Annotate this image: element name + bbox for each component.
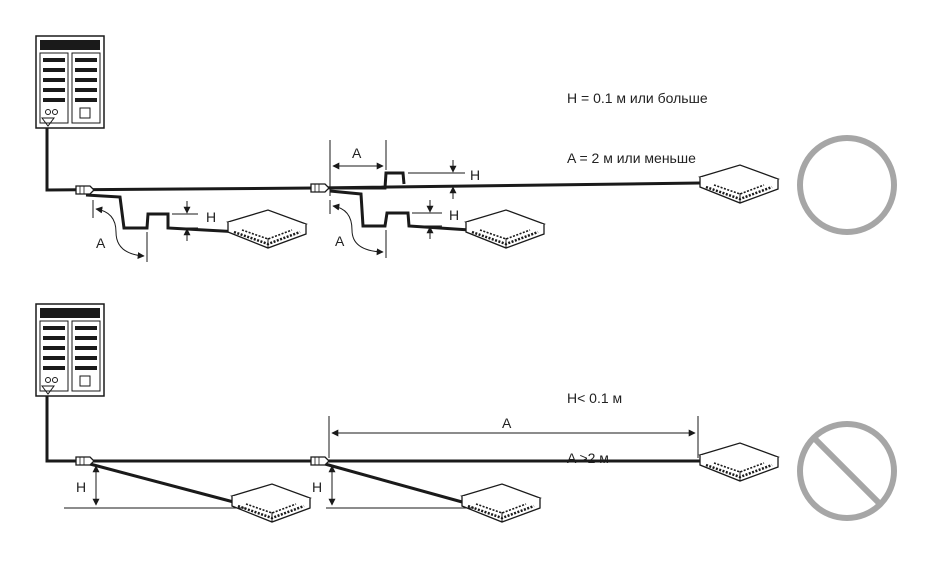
bottom-label-h: H bbox=[312, 479, 322, 495]
bottom-label-a: A bbox=[502, 415, 512, 431]
cassette-unit-icon bbox=[698, 441, 780, 483]
top-label-a: A bbox=[96, 235, 106, 251]
cassette-unit-icon bbox=[460, 482, 542, 524]
branch-joint-icon bbox=[75, 185, 95, 195]
top-condition-a: A = 2 м или меньше bbox=[567, 150, 696, 166]
top-label-h: H bbox=[470, 167, 480, 183]
outdoor-unit-icon bbox=[35, 35, 105, 129]
sloped-branch-pipe-2 bbox=[324, 462, 474, 507]
top-label-h: H bbox=[449, 207, 459, 223]
bottom-condition-h: H< 0.1 м bbox=[567, 390, 623, 406]
top-label-a: A bbox=[335, 233, 345, 249]
cassette-unit-icon bbox=[230, 482, 312, 524]
outdoor-unit-icon bbox=[35, 303, 105, 397]
bottom-conditions: H< 0.1 м A >2 м bbox=[567, 348, 622, 488]
branch-joint-icon bbox=[310, 183, 330, 193]
sloped-branch-pipe-1 bbox=[89, 462, 246, 507]
main-pipe bbox=[45, 128, 701, 192]
prohibited-sign-icon bbox=[797, 421, 897, 521]
top-label-h: H bbox=[206, 209, 216, 225]
bottom-layout: A H H bbox=[35, 303, 897, 524]
cassette-unit-icon bbox=[464, 208, 546, 250]
top-layout: A H A H A H bbox=[35, 35, 897, 262]
cassette-unit-icon bbox=[698, 163, 780, 205]
cassette-unit-icon bbox=[226, 208, 308, 250]
top-condition-h: H = 0.1 м или больше bbox=[567, 90, 708, 106]
top-label-a: A bbox=[352, 145, 362, 161]
branch-pipe-1 bbox=[85, 193, 241, 234]
allowed-circle-icon bbox=[797, 135, 897, 235]
main-pipe bbox=[45, 396, 700, 463]
branch-joint-icon bbox=[75, 456, 95, 466]
main-trap bbox=[330, 171, 406, 190]
branch-joint-icon bbox=[310, 456, 330, 466]
branch-pipe-2 bbox=[329, 189, 471, 232]
top-conditions: H = 0.1 м или больше A = 2 м или меньше bbox=[567, 48, 708, 188]
bottom-label-h: H bbox=[76, 479, 86, 495]
